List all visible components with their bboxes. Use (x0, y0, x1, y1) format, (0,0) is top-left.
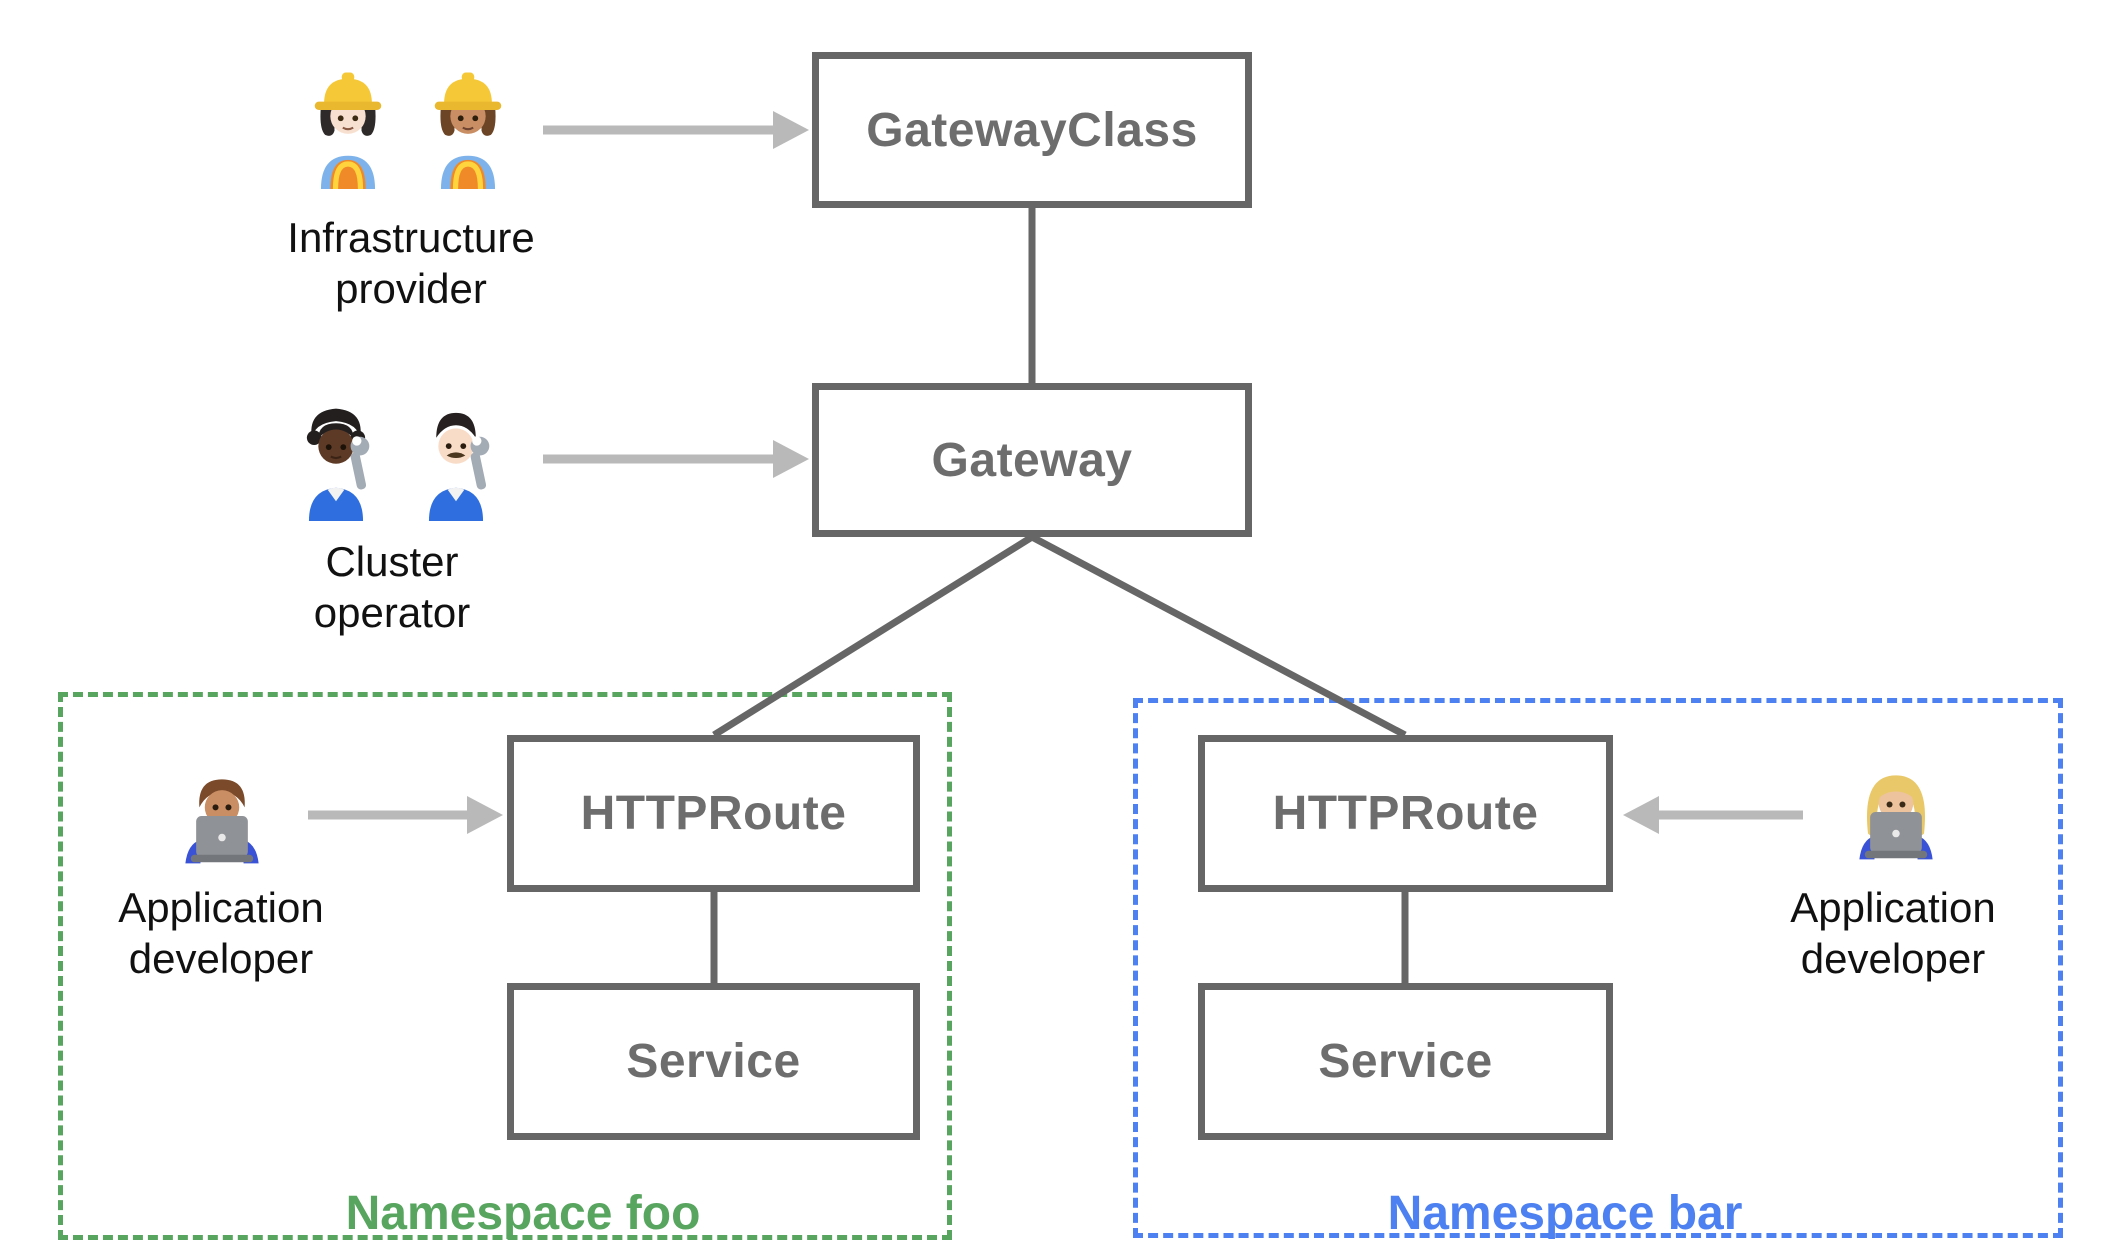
gatewayclass-label: GatewayClass (866, 103, 1198, 157)
gatewayclass-node: GatewayClass (812, 52, 1252, 208)
httproute-foo-label: HTTPRoute (580, 787, 847, 840)
service-bar-node: Service (1198, 983, 1613, 1140)
arrow-app-dev-bar-head (1623, 796, 1659, 834)
gateway-label: Gateway (931, 433, 1133, 487)
service-foo-label: Service (626, 1035, 801, 1088)
httproute-bar-node: HTTPRoute (1198, 735, 1613, 892)
service-bar-label: Service (1318, 1035, 1493, 1088)
man-technologist-emoji (168, 760, 276, 872)
httproute-bar-label: HTTPRoute (1272, 787, 1539, 840)
edge-gateway-httproute-foo (712, 534, 1034, 738)
service-foo-node: Service (507, 983, 920, 1140)
woman-technologist-emoji (1842, 756, 1950, 868)
man-mechanic-light-emoji (404, 392, 508, 521)
application-developer-bar-label: Application developer (1790, 884, 1996, 982)
cluster-operator-label: Cluster operator (313, 538, 471, 636)
namespace-bar-boundary (1133, 698, 2063, 1238)
arrow-infra-provider-head (773, 111, 809, 149)
woman-construction-worker-medium-emoji (416, 60, 520, 190)
infrastructure-provider-label: Infrastructure provider (287, 214, 535, 312)
woman-construction-worker-light-emoji (296, 60, 400, 190)
namespace-foo-boundary (58, 692, 952, 1240)
application-developer-foo-label: Application developer (118, 884, 324, 982)
person-mechanic-dark-emoji (284, 392, 388, 521)
edge-gateway-httproute-bar (1030, 533, 1407, 739)
namespace-foo-caption: Namespace foo (345, 1187, 701, 1240)
httproute-foo-node: HTTPRoute (507, 735, 920, 892)
gateway-node: Gateway (812, 383, 1252, 537)
arrow-cluster-operator-head (773, 440, 809, 478)
arrow-app-dev-foo-head (467, 796, 503, 834)
namespace-bar-caption: Namespace bar (1387, 1187, 1743, 1240)
